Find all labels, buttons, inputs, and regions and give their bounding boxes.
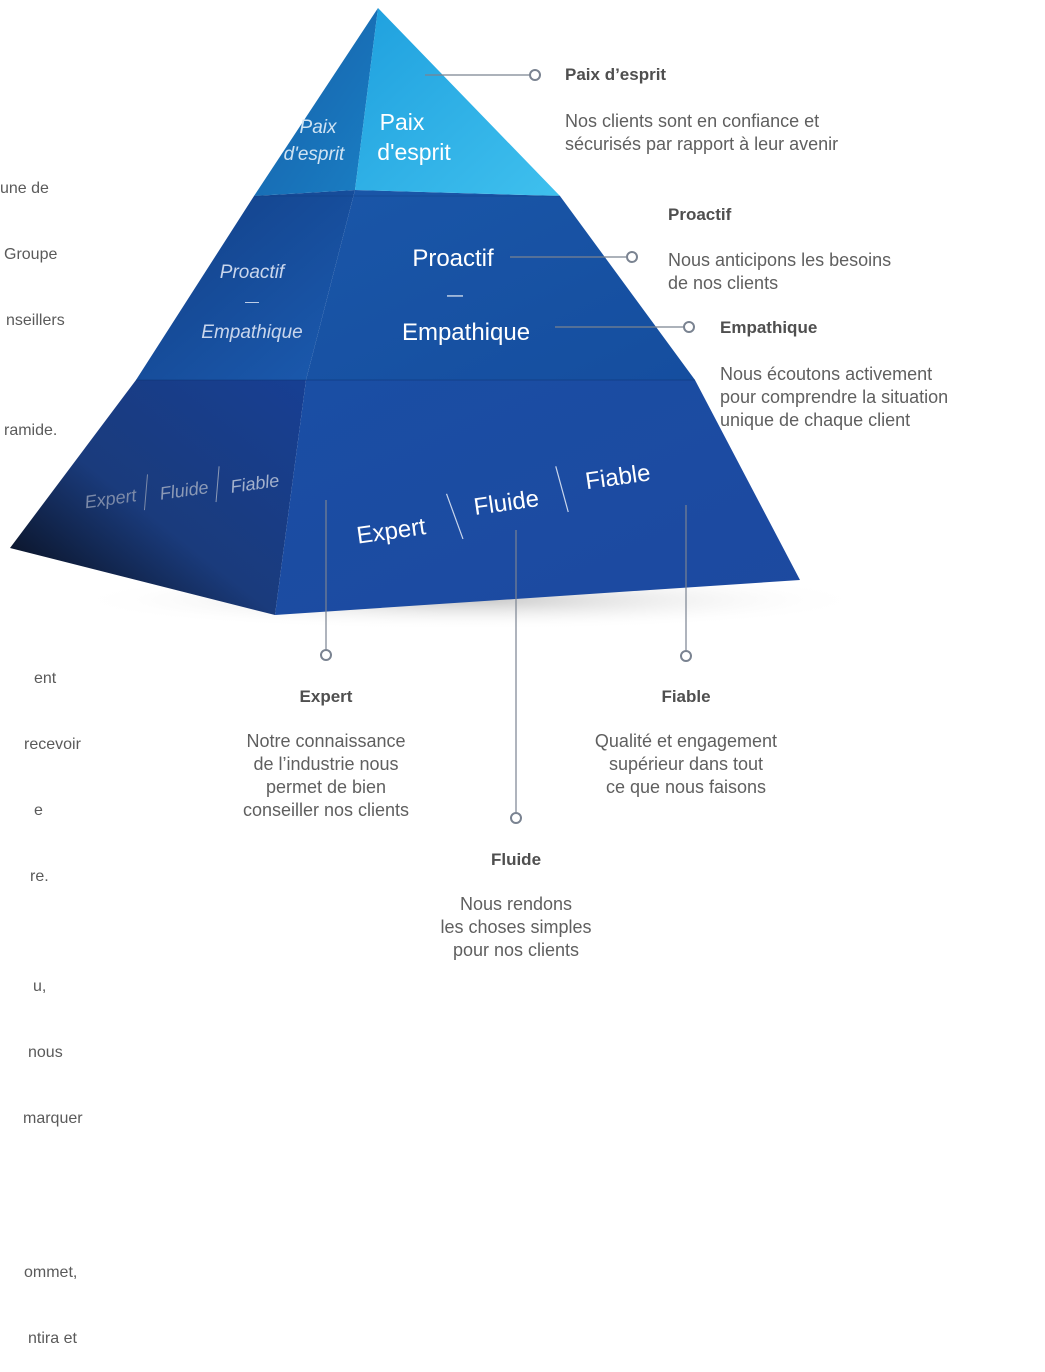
left-text-line: nseillers [6, 312, 65, 329]
pyramid-diagram: Paix d'esprit Paix d'esprit Proactif — E… [10, 8, 870, 824]
left-text-line: u, [33, 978, 47, 995]
callout-desc-fiable: Qualité et engagement supérieur dans tou… [556, 730, 816, 799]
callout-desc-line: supérieur dans tout [608, 754, 764, 774]
tier-middle-left-face [136, 190, 355, 380]
callout-desc-line: conseiller nos clients [242, 800, 410, 820]
callout-title-fluide: Fluide [490, 850, 542, 869]
callout-desc-line: Notre connaissance [246, 731, 406, 751]
left-text-line: e [34, 802, 43, 819]
left-text-line: ramide. [4, 422, 58, 439]
callout-desc-line: Nous écoutons activement [720, 364, 933, 384]
callout-desc-line: permet de bien [265, 777, 387, 797]
top-left-label: Paix [300, 117, 338, 138]
callout-desc-line: sécurisés par rapport à leur avenir [565, 134, 839, 154]
callout-title-empathique: Empathique [720, 318, 818, 337]
callout-desc-line: les choses simples [440, 917, 592, 937]
bottom-left-divider [215, 466, 220, 503]
left-text-line: ent [34, 670, 57, 687]
left-text-line: une de [0, 180, 49, 197]
connector-dot-fluide [510, 812, 522, 824]
callout-desc-line: Nous rendons [459, 894, 573, 914]
middle-left-label: Proactif [220, 262, 286, 283]
left-text-top: une de Groupe nseillers ramide. [0, 134, 65, 464]
callout-title-fiable: Fiable [661, 687, 711, 706]
middle-right-title: Proactif [412, 245, 494, 272]
callout-desc-line: pour nos clients [452, 940, 580, 960]
callout-title-expert: Expert [299, 687, 353, 706]
connector-dot-proactif [626, 251, 638, 263]
callout-desc-line: Nous anticipons les besoins [668, 250, 892, 270]
callout-desc-line: Nos clients sont en confiance et [565, 111, 820, 131]
callout-desc-empathique: Nous écoutons activement pour comprendre… [720, 363, 948, 432]
left-text-line: recevoir [24, 736, 81, 753]
tier-top-right-face [355, 8, 560, 196]
connector-dot-expert [320, 649, 332, 661]
bottom-left-divider [143, 474, 149, 511]
left-text-line: re. [30, 868, 49, 885]
middle-right-sub: Empathique [402, 319, 530, 346]
callout-title-proactif: Proactif [668, 205, 732, 224]
callout-desc-expert: Notre connaissance de l’industrie nous p… [206, 730, 446, 822]
callout-desc-line: de nos clients [668, 273, 779, 293]
middle-left-label: — [245, 293, 259, 309]
tier-bottom-right-face [275, 380, 800, 615]
top-right-label: Paix [380, 109, 425, 135]
connector-dot-paix [529, 69, 541, 81]
callout-desc-proactif: Nous anticipons les besoins de nos clien… [668, 249, 891, 295]
top-left-label: d'esprit [284, 144, 345, 165]
callout-desc-line: Qualité et engagement [594, 731, 778, 751]
left-text-line: nous [28, 1044, 63, 1061]
callout-desc-fluide: Nous rendons les choses simples pour nos… [396, 893, 636, 962]
connector-dot-empathique [683, 321, 695, 333]
left-text-line: Groupe [4, 246, 58, 263]
callout-desc-line: de l’industrie nous [253, 754, 399, 774]
tier-middle-right-face [306, 190, 695, 380]
callout-desc-line: pour comprendre la situation [720, 387, 949, 407]
callout-desc-line: unique de chaque client [720, 410, 911, 430]
left-text-line: ommet, [24, 1264, 78, 1281]
top-right-label: d'esprit [377, 139, 451, 165]
tier-top-left-face [254, 8, 378, 196]
bottom-right-divider [555, 466, 569, 513]
bottom-right-divider [445, 493, 464, 540]
callout-desc-line: ce que nous faisons [605, 777, 767, 797]
callout-desc-paix: Nos clients sont en confiance et sécuris… [565, 110, 838, 156]
left-text-line: ntira et [28, 1330, 77, 1347]
callout-title-paix: Paix d’esprit [565, 65, 667, 84]
left-text-line: marquer [23, 1110, 83, 1127]
middle-left-label: Empathique [201, 322, 302, 343]
connector-dot-fiable [680, 650, 692, 662]
tier-bottom-left-face [10, 380, 306, 615]
middle-right-dash: — [447, 287, 463, 304]
